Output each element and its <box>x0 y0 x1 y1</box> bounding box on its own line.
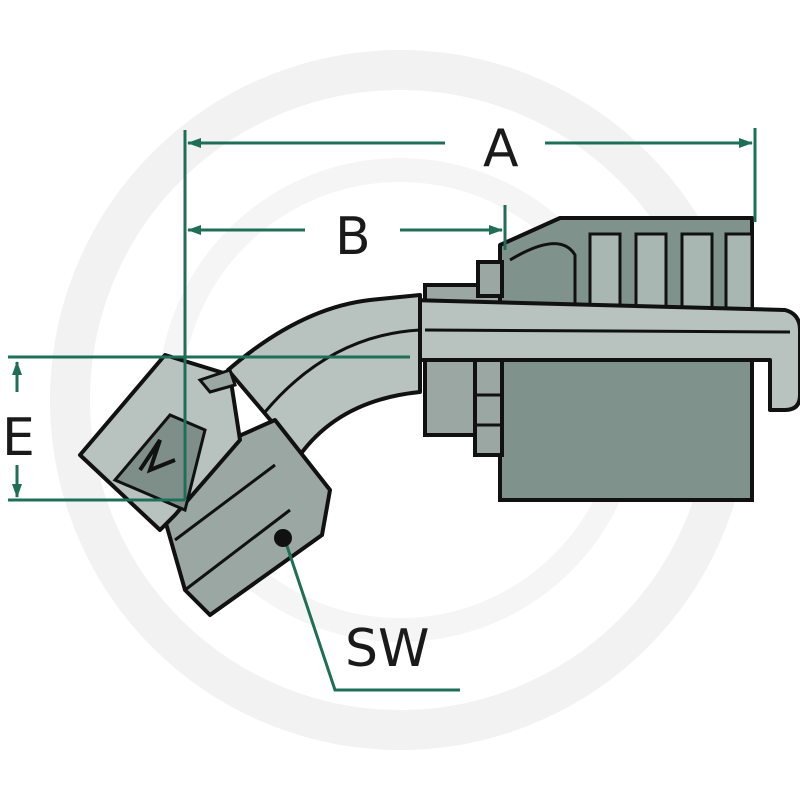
dimension-lines <box>8 128 757 692</box>
dimension-e-label: E <box>2 408 35 468</box>
dimension-sw-label: SW <box>345 619 429 679</box>
dimension-a-label: A <box>483 119 519 179</box>
angled-nut <box>78 353 332 617</box>
sw-leader-line <box>283 539 460 692</box>
dimension-b-label: B <box>335 207 371 267</box>
sw-pointer-dot <box>274 529 292 547</box>
bent-tube <box>226 293 422 457</box>
